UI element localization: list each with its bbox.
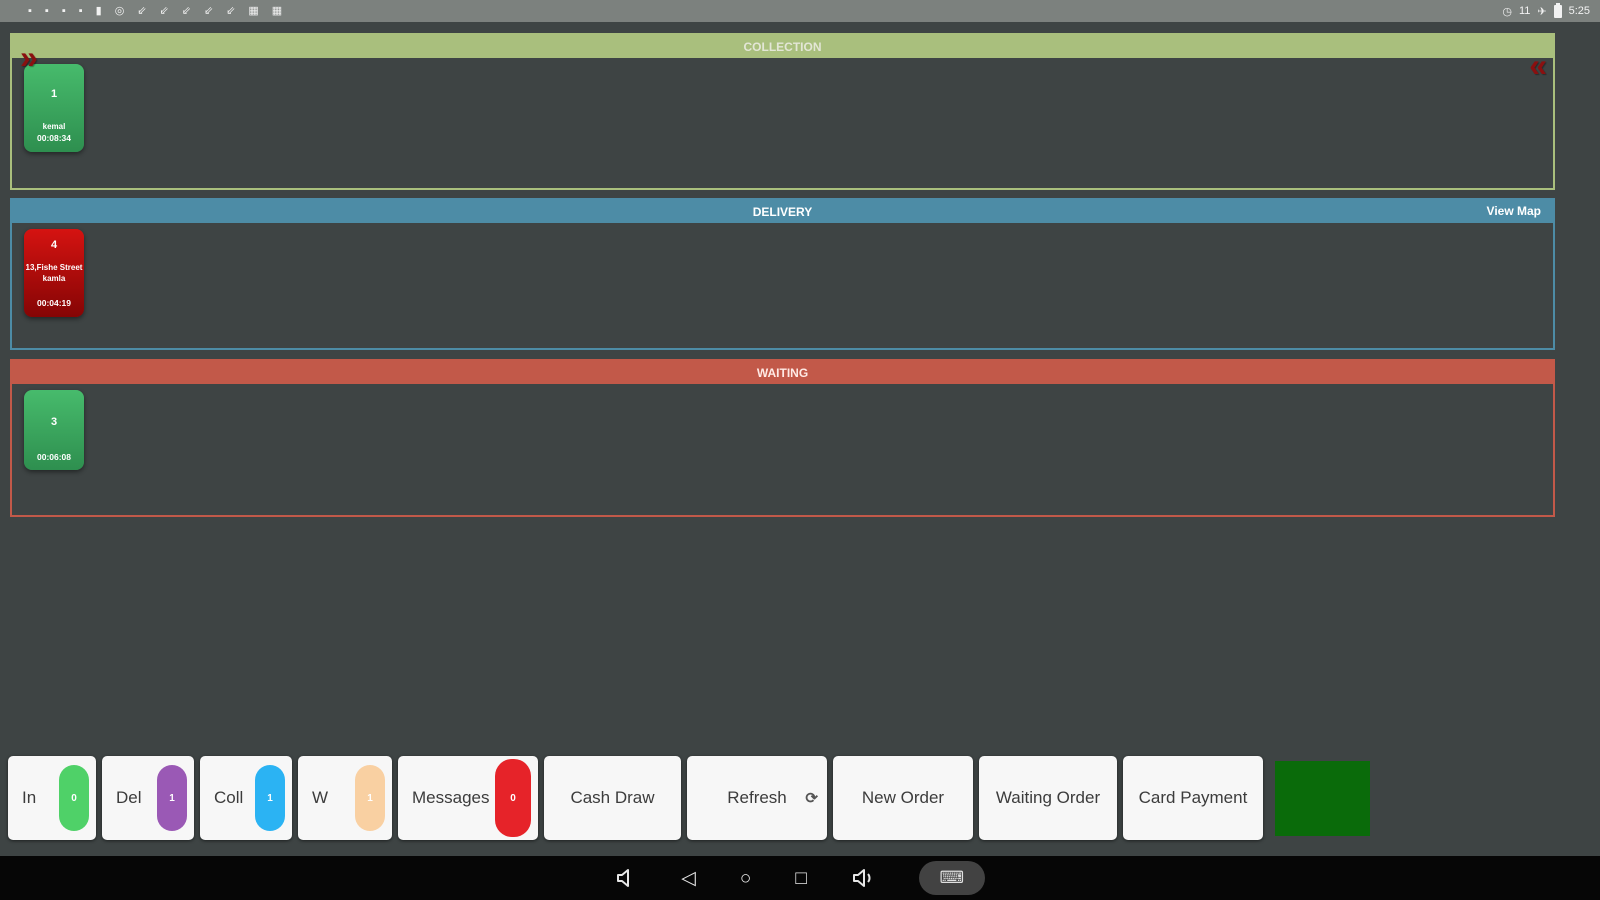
status-indicator-panel[interactable] (1275, 760, 1370, 836)
messages-button[interactable]: Messages 0 (398, 756, 538, 840)
battery-icon (1553, 2, 1562, 18)
waiting-order-button[interactable]: Waiting Order (979, 756, 1117, 840)
order-address-line2: kamla (42, 273, 66, 283)
notification-icons: ▪ ▪ ▪ ▪ ▮ ◎ ⇙ ⇙ ⇙ ⇙ ⇙ ▦ ▦ (28, 0, 282, 22)
download-icon: ⇙ (203, 5, 214, 17)
refresh-button[interactable]: Refresh ⟳ (687, 756, 827, 840)
download-icon: ⇙ (226, 5, 236, 17)
notification-icon: ◎ (114, 5, 125, 17)
order-timer: 00:06:08 (36, 452, 72, 462)
delivery-body: 4 13,Fishe Street kamla 00:04:19 (12, 223, 1553, 323)
notification-icon: ▪ (28, 5, 32, 17)
in-count-badge: 0 (59, 765, 89, 831)
order-number: 3 (50, 416, 58, 428)
notification-icon: ▮ (95, 5, 102, 17)
messages-count-badge: 0 (495, 759, 531, 837)
button-label: Card Payment (1138, 788, 1248, 807)
back-button-icon[interactable]: ◁ (681, 867, 696, 889)
button-label: Waiting Order (995, 788, 1101, 807)
view-map-button[interactable]: View Map (1486, 204, 1541, 218)
counter-label: W (312, 788, 329, 807)
order-number: 1 (50, 88, 58, 100)
download-icon: ⇙ (159, 5, 169, 17)
button-label: Refresh (727, 788, 787, 807)
w-counter-button[interactable]: W 1 (298, 756, 392, 840)
collection-header: COLLECTION (12, 35, 1553, 58)
cash-draw-button[interactable]: Cash Draw (544, 756, 681, 840)
download-icon: ⇙ (181, 5, 191, 17)
order-customer-name: kemal (42, 122, 66, 132)
waiting-header: WAITING (12, 361, 1553, 384)
notification-icon: ▪ (78, 5, 83, 17)
new-order-button[interactable]: New Order (833, 756, 973, 840)
keyboard-icon: ⌨ (939, 868, 965, 887)
collection-title: COLLECTION (743, 39, 822, 54)
delivery-order-card[interactable]: 4 13,Fishe Street kamla 00:04:19 (24, 229, 84, 317)
android-status-bar: ▪ ▪ ▪ ▪ ▮ ◎ ⇙ ⇙ ⇙ ⇙ ⇙ ▦ ▦ ◷ 11 ✈ 5:25 (0, 0, 1600, 22)
android-nav-bar: ◁ ○ □ ⌨ (0, 856, 1600, 900)
keyboard-toggle-button[interactable]: ⌨ (918, 861, 985, 895)
counter-label: Del (116, 788, 142, 807)
order-timer: 00:04:19 (36, 298, 72, 308)
button-label: Cash Draw (570, 788, 655, 807)
home-button-icon[interactable]: ○ (739, 867, 752, 889)
collapse-panel-icon[interactable]: « (1529, 47, 1547, 83)
in-counter-button[interactable]: In 0 (8, 756, 96, 840)
network-indicator: 11 (1518, 5, 1531, 17)
delivery-title: DELIVERY (752, 204, 813, 219)
counter-label: Coll (214, 788, 244, 807)
message-icon: ▦ (271, 5, 283, 17)
volume-down-icon[interactable] (615, 868, 637, 888)
airplane-mode-icon: ✈ (1537, 5, 1547, 18)
refresh-icon: ⟳ (805, 790, 818, 807)
notification-icon: ▪ (61, 5, 66, 17)
order-number: 4 (50, 239, 58, 251)
del-counter-button[interactable]: Del 1 (102, 756, 194, 840)
recents-button-icon[interactable]: □ (795, 867, 807, 889)
notification-icon: ▪ (44, 5, 49, 17)
collection-body: 1 kemal 00:08:34 (12, 58, 1553, 158)
status-bar-right: ◷ 11 ✈ 5:25 (1502, 2, 1590, 18)
waiting-section: WAITING 3 00:06:08 (10, 359, 1555, 517)
expand-panel-icon[interactable]: » (20, 39, 38, 75)
waiting-title: WAITING (756, 365, 809, 380)
button-label: New Order (861, 788, 945, 807)
delivery-header: DELIVERY View Map (12, 200, 1553, 223)
status-time: 5:25 (1568, 5, 1590, 17)
coll-count-badge: 1 (255, 765, 285, 831)
waiting-body: 3 00:06:08 (12, 384, 1553, 476)
alarm-icon: ◷ (1502, 5, 1512, 18)
order-address-line1: 13,Fishe Street (25, 263, 83, 272)
bottom-toolbar: In 0 Del 1 Coll 1 W 1 Messages 0 Cash Dr… (8, 756, 1370, 840)
download-icon: ⇙ (137, 5, 147, 17)
volume-up-icon[interactable] (851, 868, 875, 888)
waiting-order-card[interactable]: 3 00:06:08 (24, 390, 84, 470)
coll-counter-button[interactable]: Coll 1 (200, 756, 292, 840)
del-count-badge: 1 (157, 765, 187, 831)
collection-section: COLLECTION » « 1 kemal 00:08:34 (10, 33, 1555, 190)
counter-label: Messages (412, 788, 490, 807)
order-timer: 00:08:34 (36, 133, 72, 143)
card-payment-button[interactable]: Card Payment (1123, 756, 1263, 840)
counter-label: In (22, 788, 37, 807)
delivery-section: DELIVERY View Map 4 13,Fishe Street kaml… (10, 198, 1555, 350)
w-count-badge: 1 (355, 765, 385, 831)
message-icon: ▦ (248, 5, 259, 17)
collection-order-card[interactable]: 1 kemal 00:08:34 (24, 64, 84, 152)
